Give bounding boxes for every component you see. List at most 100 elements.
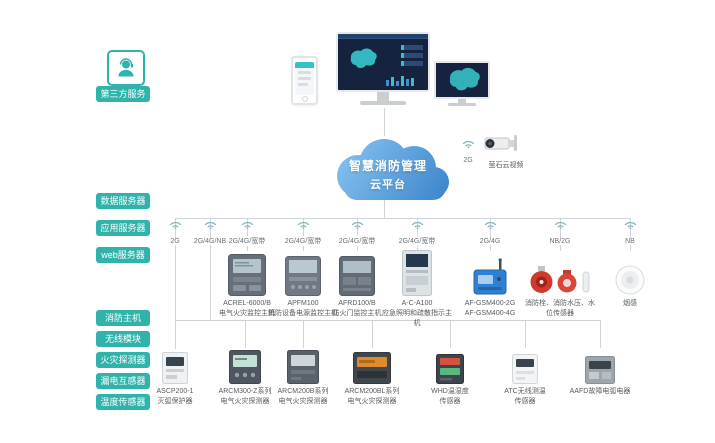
arc-extinguish-protector-graphic [138,348,212,384]
connection-nb: NB [598,219,662,248]
label-wireless-module: 无线模块 [96,331,150,347]
fire-monitor-host-graphic [210,250,284,296]
connection-2g-4g: 2G/4G [458,219,522,248]
camera-label: 萤石云视频 [488,162,524,169]
hydrant-sensors-graphic [523,250,597,296]
security-camera [481,130,525,161]
device-fire-hydrant-sensors: 消防栓、消防水压、水位传感器 [523,250,597,319]
device-model: WHD温湿度 [431,388,469,395]
wireless-temp-sensor-graphic [488,348,562,384]
emergency-lighting-host-graphic [380,250,454,296]
connection-label: 2G/4G/宽带 [282,236,324,246]
electrical-fire-detector-graphic [335,348,409,384]
device-description: 电气火灾监控主机 [219,310,275,318]
device-model: ARCM200BL系列 [344,388,400,395]
device-description: 电气火灾探测器 [347,398,397,406]
connection-label: 2G/4G/宽带 [226,236,268,246]
connection-label: NB/2G [547,238,573,245]
monitor-stand-base [360,101,406,105]
connection-label: NB [623,238,637,245]
wifi-signal-icon [169,221,181,229]
device-ascp200: ASCP200-1 灭弧保护器 [138,348,212,407]
line-cloud-to-bus [384,200,385,218]
device-arcm200b: ARCM200B系列 电气火灾探测器 [266,348,340,407]
drop-line [630,218,631,251]
label-fire-detector: 火灾探测器 [96,352,150,368]
wireless-gateway-graphic [453,250,527,296]
bus-line-bottom [175,320,600,321]
wifi-signal-icon [204,221,216,229]
monitor-stand-neck [377,92,389,101]
device-apfm100: APFM100 消防设备电源监控主机 [266,250,340,319]
drop-line [175,218,176,349]
power-monitor-host-graphic [266,250,340,296]
device-model: ACREL-6000/B [223,300,271,307]
wifi-signal-icon [297,221,309,229]
connection-2g: 2G [143,219,207,248]
device-model: AAFD故障电弧电器 [569,388,631,395]
wifi-signal-icon [241,221,253,229]
connection-2g-4g-broadband-2: 2G/4G/宽带 [271,219,335,248]
fire-door-host-graphic [320,250,394,296]
phone-content-row [298,71,311,74]
phone-home-button [301,96,308,102]
dashboard-bar-chart [386,76,414,86]
wifi-signal-icon [411,221,423,229]
drop-line [303,218,304,251]
connection-label: 2G/4G/宽带 [336,236,378,246]
connection-2g-4g-nb: 2G/4G/NB [178,219,242,248]
china-map-graphic [449,67,480,91]
label-leakage-transformer: 漏电互感器 [96,373,150,389]
device-description: 烟感 [623,300,637,307]
connection-label: 2G/4G/宽带 [396,236,438,246]
drop-line [450,320,451,348]
device-model: AF-GSM400-2G [464,300,516,307]
label-temperature-sensor: 温度传感器 [96,394,150,410]
device-model-alt: AF-GSM400-4G [464,310,516,318]
wifi-signal-icon [462,140,474,148]
arc-fault-detector-graphic [563,348,637,384]
connection-2g-4g-broadband-1: 2G/4G/宽带 [215,219,279,248]
dashboard-screen [336,32,430,92]
bus-line-top [175,218,630,219]
device-af-gsm400: AF-GSM400-2G AF-GSM400-4G [453,250,527,319]
connection-label: 2G [168,238,182,245]
phone-header-bar [295,62,314,68]
device-model: ARCM300-Z系列 [218,388,272,395]
device-description: 应急照明和疏散指示主机 [382,310,452,328]
device-whd: WHD温湿度 传感器 [413,348,487,407]
drop-line [245,320,246,348]
label-web-server: web服务器 [96,247,150,263]
smartphone [291,56,318,105]
device-aafd: AAFD故障电弧电器 [563,348,637,397]
phone-content-row [298,83,308,86]
device-smoke-detector: 烟感 [593,250,667,309]
tablet-display [434,61,490,106]
dashboard-panels [401,45,423,69]
cloud-platform: 智慧消防管理 云平台 [318,134,458,206]
device-afrd100: AFRD100/B 防火门监控主机 [320,250,394,319]
device-description: 电气火灾探测器 [220,398,270,406]
drop-line [417,218,418,251]
drop-line [303,320,304,348]
phone-content-row [298,77,311,80]
device-model: ATC无线测温 [504,388,546,395]
drop-line [357,218,358,251]
electrical-fire-detector-graphic [266,348,340,384]
device-arcm200bl: ARCM200BL系列 电气火灾探测器 [335,348,409,407]
cloud-shape [337,139,449,200]
drop-line [372,320,373,348]
device-arcm300z: ARCM300-Z系列 电气火灾探测器 [208,348,282,407]
connection-2g-4g-broadband-4: 2G/4G/宽带 [385,219,449,248]
wifi-signal-icon [554,221,566,229]
device-description: 消防栓、消防水压、水位传感器 [525,300,595,318]
device-model: ARCM200B系列 [277,388,329,395]
drop-line [490,218,491,251]
device-atc: ATC无线测温 传感器 [488,348,562,407]
camera-icon [484,135,517,151]
smoke-detector-graphic [593,250,667,296]
electrical-fire-detector-graphic [208,348,282,384]
drop-line [247,218,248,251]
device-description: 传感器 [439,398,461,406]
